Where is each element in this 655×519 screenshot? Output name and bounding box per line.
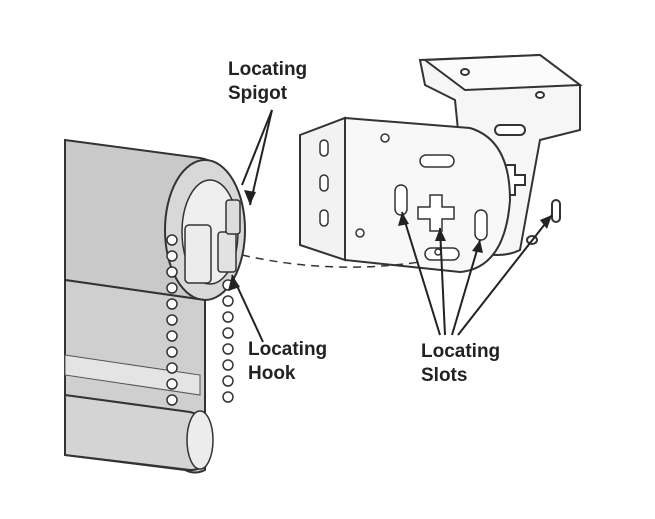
bead-chain-left — [166, 234, 178, 406]
label-locating-hook-line1: Locating — [248, 339, 328, 360]
control-unit — [184, 224, 212, 284]
slots-leader-1 — [401, 211, 441, 336]
side-plate-holes — [319, 139, 329, 227]
roller-blind — [64, 138, 246, 474]
label-locating-hook-line2: Hook — [248, 363, 296, 384]
slots-leader-3 — [451, 239, 481, 336]
bead-chain-right — [222, 279, 234, 403]
label-locating-hook: Locating Hook — [248, 338, 327, 386]
label-locating-spigot: Locating Spigot — [228, 58, 307, 106]
label-locating-slots-line1: Locating — [421, 341, 501, 362]
spigot-leader — [249, 109, 273, 206]
locating-slot-shapes — [355, 133, 488, 261]
slots-leader-4 — [457, 214, 553, 336]
slots-leader-2 — [439, 227, 446, 336]
locating-hook-part — [217, 231, 237, 273]
bracket-main-plate — [344, 116, 512, 274]
leader-lines — [231, 109, 553, 343]
label-locating-spigot-line2: Spigot — [228, 83, 288, 104]
locating-spigot-part — [225, 199, 241, 235]
fabric-fold — [64, 354, 201, 396]
label-locating-slots: Locating Slots — [421, 340, 500, 388]
front-bracket — [299, 116, 512, 274]
label-locating-spigot-line1: Locating — [228, 59, 308, 80]
leader-arrowheads — [228, 190, 552, 291]
bottom-bar-end — [186, 410, 214, 470]
spigot-leader-2 — [241, 109, 273, 186]
alignment-dashed-line — [241, 254, 421, 268]
label-locating-slots-line2: Slots — [421, 365, 468, 386]
